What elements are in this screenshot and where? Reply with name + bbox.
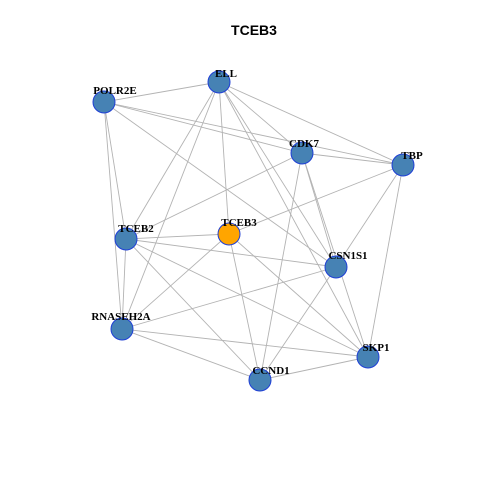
node-circle[interactable]	[114, 227, 138, 251]
node-label: TCEB3	[221, 217, 257, 229]
node-circle[interactable]	[110, 317, 134, 341]
node-circle[interactable]	[356, 345, 380, 369]
node-ell[interactable]: ELL	[207, 68, 237, 94]
node-label: ELL	[215, 68, 237, 80]
node-label: CDK7	[289, 138, 319, 150]
edge-tceb2-tceb3	[125, 233, 230, 240]
edge-tceb2-csn1s1	[125, 238, 337, 268]
edge-tceb3-ccnd1	[228, 233, 261, 381]
node-tceb2[interactable]: TCEB2	[114, 223, 154, 251]
edge-ell-tceb3	[218, 81, 230, 235]
node-label: RNASEH2A	[91, 311, 150, 323]
edge-tbp-skp1	[367, 164, 404, 358]
edge-tbp-csn1s1	[335, 164, 404, 268]
edge-polr2e-cdk7	[103, 101, 303, 154]
edge-tceb3-rnaseh2a	[121, 233, 230, 330]
node-tbp[interactable]: TBP	[391, 150, 423, 177]
edge-tbp-tceb3	[228, 164, 404, 235]
node-label: TBP	[401, 150, 423, 162]
edge-skp1-ccnd1	[259, 356, 369, 381]
edge-cdk7-ccnd1	[259, 152, 303, 381]
node-label: SKP1	[363, 342, 390, 354]
diagram-title: TCEB3	[231, 22, 277, 38]
node-label: TCEB2	[118, 223, 154, 235]
node-cdk7[interactable]: CDK7	[289, 138, 319, 165]
node-ccnd1[interactable]: CCND1	[248, 365, 290, 392]
node-skp1[interactable]: SKP1	[356, 342, 390, 369]
node-label: CSN1S1	[328, 250, 367, 262]
edge-cdk7-tbp	[301, 152, 404, 166]
node-tceb3[interactable]: TCEB3	[217, 217, 257, 246]
edge-polr2e-tceb2	[103, 101, 127, 240]
edge-cdk7-csn1s1	[301, 152, 337, 268]
edge-csn1s1-ccnd1	[259, 266, 337, 381]
edge-cdk7-tceb2	[125, 152, 303, 240]
node-circle[interactable]	[290, 141, 314, 165]
edge-tceb2-skp1	[125, 238, 369, 358]
node-circle[interactable]	[207, 70, 231, 94]
edge-polr2e-csn1s1	[103, 101, 337, 268]
edge-tceb3-skp1	[228, 233, 369, 358]
node-circle[interactable]	[248, 368, 272, 392]
edge-polr2e-rnaseh2a	[103, 101, 123, 330]
node-polr2e[interactable]: POLR2E	[92, 85, 137, 114]
node-rnaseh2a[interactable]: RNASEH2A	[91, 311, 151, 341]
node-label: CCND1	[252, 365, 289, 377]
edge-polr2e-tbp	[103, 101, 404, 166]
node-circle[interactable]	[391, 153, 415, 177]
edge-ell-tceb2	[125, 81, 220, 240]
edge-rnaseh2a-skp1	[121, 328, 369, 358]
edge-rnaseh2a-ccnd1	[121, 328, 261, 381]
edge-csn1s1-rnaseh2a	[121, 266, 337, 330]
edges-layer	[103, 81, 404, 381]
edge-cdk7-skp1	[301, 152, 369, 358]
edge-ell-csn1s1	[218, 81, 337, 268]
node-label: POLR2E	[93, 85, 136, 97]
edge-tceb2-ccnd1	[125, 238, 261, 381]
edge-ell-skp1	[218, 81, 369, 358]
edge-ell-polr2e	[103, 81, 220, 103]
edge-tceb2-rnaseh2a	[121, 238, 127, 330]
edge-ell-tbp	[218, 81, 404, 166]
node-circle[interactable]	[92, 90, 116, 114]
node-circle[interactable]	[217, 222, 241, 246]
node-circle[interactable]	[324, 255, 348, 279]
node-csn1s1[interactable]: CSN1S1	[324, 250, 368, 279]
